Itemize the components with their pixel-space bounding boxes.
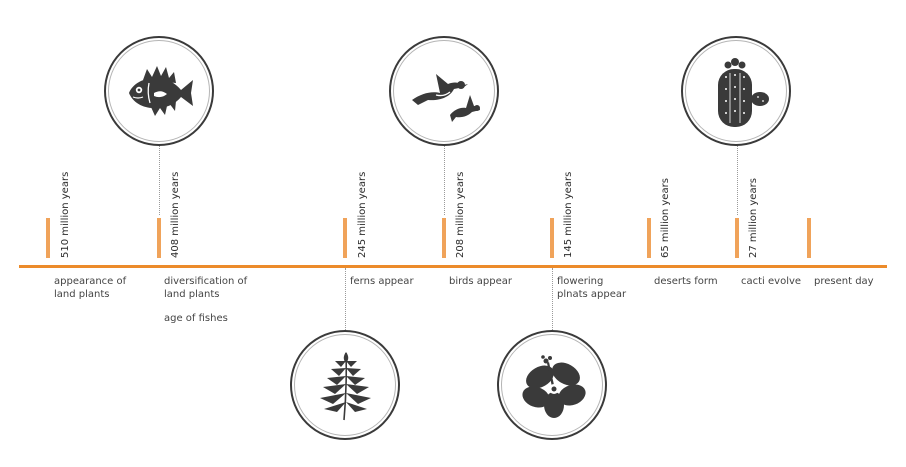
tick-present [807,218,811,258]
year-label: 208 million years [455,171,466,258]
birds-icon [412,74,480,122]
connector-27 [737,145,738,215]
flower-medallion [497,330,607,440]
timeline-axis [19,265,887,268]
year-label: 510 million years [60,171,71,258]
fish-icon [129,66,193,116]
events-208: birds appear [449,275,539,288]
tick-208 [442,218,446,258]
events-245: ferns appear [350,275,440,288]
tick-27 [735,218,739,258]
event-label: age of fishes [164,313,228,324]
tick-145 [550,218,554,258]
year-label: 145 million years [563,171,574,258]
cactus-medallion [681,36,791,146]
event-label: appearance of land plants [54,276,127,300]
birds-medallion [389,36,499,146]
fish-medallion [104,36,214,146]
events-65: deserts form [654,275,734,288]
event-label: ferns appear [350,276,414,287]
cactus-icon [718,58,769,127]
year-label: 27 million years [748,178,759,258]
year-label: 245 million years [357,171,368,258]
connector-145 [552,268,553,330]
events-510: appearance of land plants [54,275,149,301]
flower-icon [522,355,586,418]
year-label: 408 million years [170,171,181,258]
tick-510 [46,218,50,258]
event-label: flowering plnats appear [557,276,627,300]
event-label: birds appear [449,276,513,287]
events-408: diversification of land plants age of fi… [164,275,269,325]
events-present: present day [814,275,894,288]
tick-408 [157,218,161,258]
connector-245 [345,268,346,330]
year-label: 65 million years [660,178,671,258]
event-label: diversification of land plants [164,276,248,300]
events-27: cacti evolve [741,275,811,288]
connector-408 [159,145,160,215]
fern-medallion [290,330,400,440]
fern-icon [320,352,371,421]
tick-65 [647,218,651,258]
event-label: present day [814,276,874,287]
event-label: cacti evolve [741,276,802,287]
events-145: flowering plnats appear [557,275,637,301]
tick-245 [343,218,347,258]
event-label: deserts form [654,276,718,287]
connector-208 [444,145,445,215]
